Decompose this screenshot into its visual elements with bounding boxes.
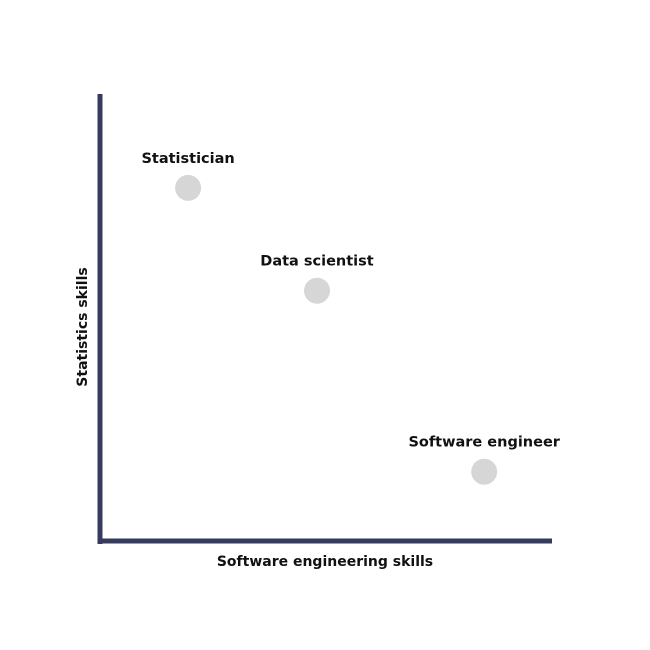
x-axis-label: Software engineering skills xyxy=(217,554,433,570)
point-label-0: Statistician xyxy=(141,151,234,167)
point-label-2: Software engineer xyxy=(408,435,560,451)
point-0 xyxy=(175,174,202,201)
point-2 xyxy=(471,458,498,485)
point-1 xyxy=(304,277,330,304)
y-axis-label: Statistics skills xyxy=(75,267,91,386)
point-label-1: Data scientist xyxy=(260,254,373,270)
